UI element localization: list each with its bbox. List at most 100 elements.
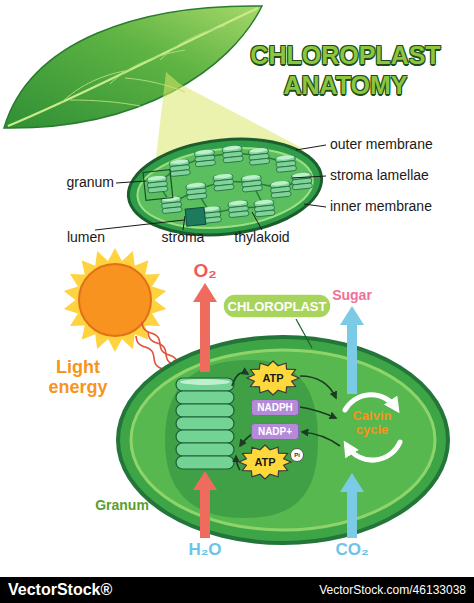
burst-shape — [247, 361, 299, 395]
granum — [291, 172, 313, 190]
granum — [228, 200, 250, 218]
disc-top — [249, 147, 267, 153]
part-label: outer membrane — [330, 137, 433, 152]
granum — [248, 147, 270, 165]
phosphate-circle: Pi — [290, 448, 304, 462]
carrier-box: NADPH — [251, 399, 299, 416]
node-label: Pi — [294, 452, 300, 458]
grana-group — [144, 138, 315, 229]
leader-line — [296, 145, 326, 150]
disc-top — [214, 173, 232, 179]
thylakoid-disc — [176, 378, 234, 391]
thylakoid-disc — [292, 183, 312, 190]
pill-shape — [223, 294, 331, 318]
watermark-bar — [0, 577, 474, 603]
node-text-holder: NADPH — [251, 399, 299, 416]
box-shape — [252, 400, 299, 416]
thylakoid-disc — [187, 193, 207, 200]
atp-burst: ATP — [238, 444, 292, 480]
calvin-arrows — [345, 395, 400, 460]
thylakoid-disc — [162, 207, 182, 214]
atp-burst: ATP — [246, 360, 300, 396]
leaf-veins — [60, 26, 225, 106]
thylakoid-disc — [176, 391, 234, 404]
thylakoid-disc — [223, 156, 243, 163]
part-label: stroma — [162, 230, 205, 245]
burst-shape — [239, 445, 291, 479]
cycle-arrow — [302, 432, 340, 446]
node-text-holder: ATP — [238, 444, 292, 480]
oxygen-arrow — [193, 283, 217, 372]
cycle-arrow — [236, 456, 240, 470]
disc-top — [242, 174, 260, 180]
part-label: Granum — [95, 498, 149, 513]
outer-membrane — [118, 337, 448, 543]
granum — [270, 180, 292, 198]
title-pill: CHLOROPLAST — [222, 293, 332, 319]
leader-line — [296, 319, 312, 348]
node-text-holder: CHLOROPLAST — [222, 293, 332, 319]
cycle-arrow — [300, 407, 336, 418]
water-arrow — [193, 471, 217, 538]
co2-arrow — [340, 473, 364, 538]
granum — [213, 173, 235, 191]
sun-rays — [64, 248, 166, 352]
cycle-arrow — [300, 376, 336, 398]
part-label: granum — [67, 175, 114, 190]
granum — [147, 175, 169, 193]
granum — [185, 182, 207, 200]
thylakoid-disc — [276, 165, 296, 172]
thylakoid-disc — [195, 160, 215, 167]
sun — [64, 248, 166, 352]
part-label: H₂O — [188, 541, 221, 560]
leader-line — [116, 181, 146, 183]
node-text-holder: Pi — [290, 448, 304, 462]
node-text-holder: NADP+ — [251, 423, 299, 440]
thylakoid-disc — [176, 443, 234, 456]
granum — [241, 174, 263, 192]
inner-membrane — [131, 350, 435, 530]
disc-top — [170, 159, 188, 165]
node-label: NADPH — [257, 403, 293, 413]
sun-disc — [79, 264, 151, 336]
calvin-arrow — [345, 395, 396, 410]
leader-line — [183, 216, 185, 230]
watermark: VectorStock.com/46133038 — [319, 584, 466, 597]
granum — [169, 159, 191, 177]
thylakoid-disc — [148, 186, 168, 193]
carrier-box: NADP+ — [251, 423, 299, 440]
leader-lines — [95, 145, 326, 230]
cycle-arrow — [240, 434, 252, 446]
part-label: thylakoid — [234, 230, 289, 245]
part-label: stroma lamellae — [330, 168, 429, 183]
chloroplast — [118, 337, 448, 543]
inner-membrane — [134, 140, 317, 236]
diagram-title: CHLOROPLAST ANATOMY — [238, 40, 453, 100]
part-label: lumen — [67, 230, 105, 245]
node-label: ATP — [262, 373, 283, 384]
node-label: NADP+ — [258, 427, 292, 437]
disc-top — [180, 379, 230, 385]
chloroplast-cutaway — [124, 130, 327, 244]
thylakoid-disc — [176, 417, 234, 430]
part-label: Calvin cycle — [344, 409, 400, 438]
node-text-holder: ATP — [246, 360, 300, 396]
leader-line — [252, 212, 262, 230]
thylakoid-disc — [229, 211, 249, 218]
leader-line — [95, 220, 184, 230]
thylakoid-zone — [165, 360, 318, 518]
disc-top — [229, 200, 247, 206]
disc-top — [195, 149, 213, 155]
part-label: Sugar — [332, 288, 372, 303]
granum-highlight — [143, 170, 173, 201]
granum — [254, 199, 276, 217]
thylakoid-disc — [242, 185, 262, 192]
part-label: O₂ — [193, 261, 216, 282]
thylakoid-disc — [214, 184, 234, 191]
thylakoid-disc — [170, 170, 190, 177]
granum — [194, 149, 216, 167]
lumen-block — [185, 207, 206, 226]
part-label: inner membrane — [330, 199, 432, 214]
circle-shape — [291, 449, 304, 462]
